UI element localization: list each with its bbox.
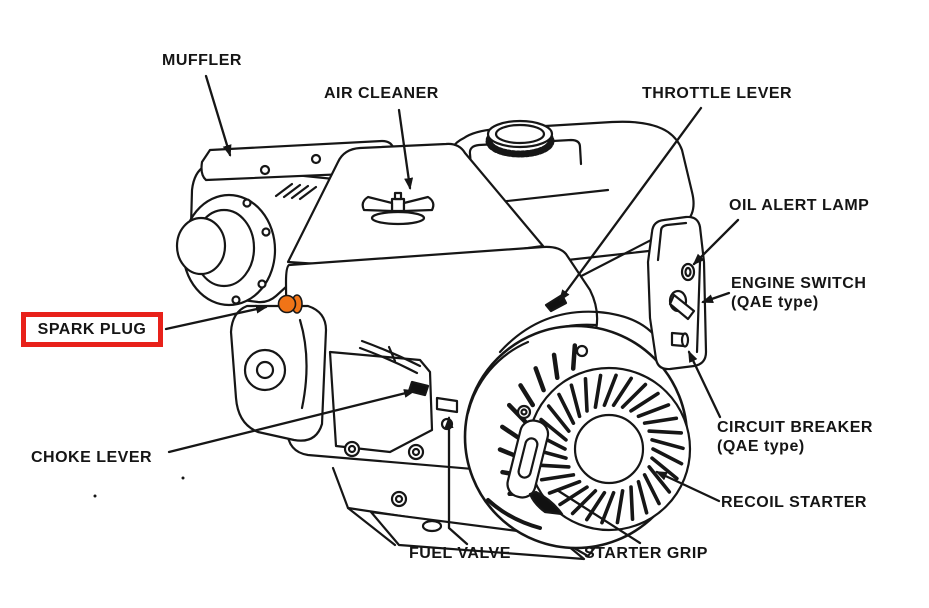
fuel-valve-part — [435, 396, 459, 414]
fan-shroud-drawing — [498, 310, 664, 354]
leader-throttle-lever — [558, 106, 703, 302]
label-recoil-starter: RECOIL STARTER — [721, 494, 867, 511]
engine-switch-part — [668, 293, 696, 321]
label-throttle-lever: THROTTLE LEVER — [642, 85, 793, 102]
carburetor-drawing — [328, 339, 459, 461]
label-circuit-breaker-line1: CIRCUIT BREAKER — [717, 419, 873, 436]
label-circuit-breaker-line2: (QAE type) — [717, 438, 805, 455]
leader-circuit-breaker — [687, 350, 722, 419]
label-engine-switch-line1: ENGINE SWITCH — [731, 275, 867, 292]
leader-engine-switch — [701, 291, 731, 304]
leader-spark-plug — [164, 304, 268, 331]
leader-starter-grip — [555, 488, 642, 545]
label-spark-plug: SPARK PLUG — [37, 321, 147, 338]
label-circuit-breaker: CIRCUIT BREAKER (QAE type) — [717, 418, 873, 456]
label-engine-switch-line2: (QAE type) — [731, 294, 819, 311]
oil-alert-lamp-part — [680, 262, 696, 282]
leader-muffler — [204, 74, 232, 157]
leader-choke-lever — [167, 389, 416, 454]
label-air-cleaner: AIR CLEANER — [324, 85, 439, 102]
spark-plug-marker — [277, 294, 303, 314]
label-muffler: MUFFLER — [162, 52, 242, 69]
spark-plug-highlight-box[interactable]: SPARK PLUG — [21, 312, 163, 347]
label-choke-lever: CHOKE LEVER — [31, 449, 153, 466]
leader-recoil-starter — [655, 470, 721, 503]
label-starter-grip: STARTER GRIP — [584, 545, 708, 562]
control-panel-drawing — [646, 215, 708, 371]
starter-grip-drawing — [506, 419, 550, 499]
leader-fuel-valve — [444, 416, 469, 546]
recoil-starter-drawing — [463, 324, 692, 550]
label-engine-switch: ENGINE SWITCH (QAE type) — [731, 274, 866, 312]
label-oil-alert-lamp: OIL ALERT LAMP — [729, 197, 870, 214]
leader-air-cleaner — [397, 108, 414, 190]
callout-leaders — [164, 74, 740, 546]
leader-oil-alert-lamp — [692, 218, 740, 266]
cylinder-head-drawing — [229, 304, 328, 442]
label-fuel-valve: FUEL VALVE — [409, 545, 511, 562]
